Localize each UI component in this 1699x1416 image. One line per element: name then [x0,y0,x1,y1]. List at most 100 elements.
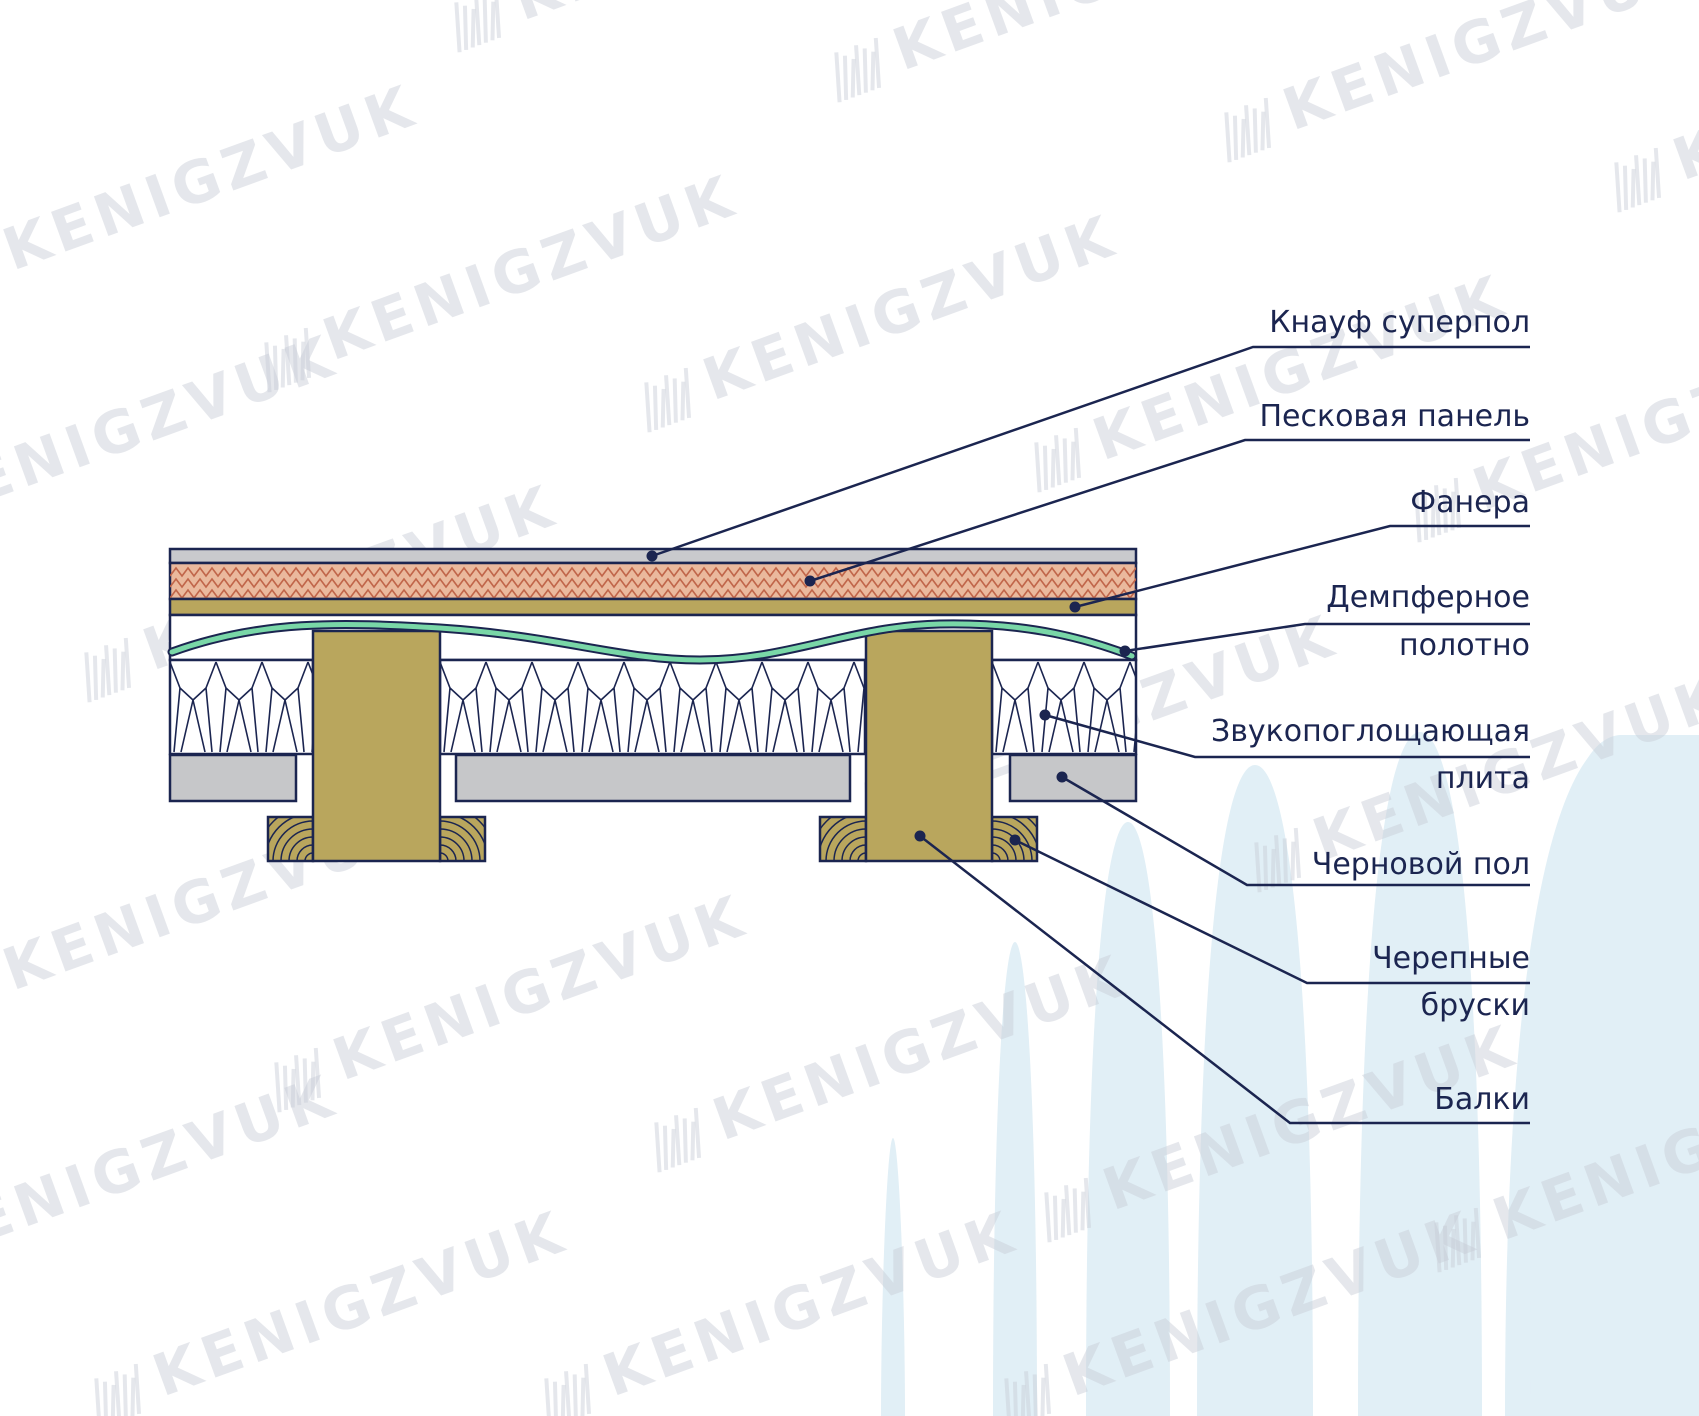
watermark-icon-stroke [1290,841,1296,881]
watermark-icon-stroke [1042,445,1049,490]
watermark-icon-stroke [564,1371,572,1416]
watermark-icon-stroke [0,958,2,1008]
watermark-icon-stroke [1430,498,1436,538]
beam-left [311,629,442,863]
watermark-icon-stroke [870,51,876,91]
leader-plywood [1074,524,1530,609]
label-bars-line1: Черепные [1372,941,1530,976]
watermark-text: KENIGZVUK [0,1061,346,1274]
watermark-icon-stroke [672,378,678,423]
watermark-icon-stroke [1052,1195,1059,1240]
watermark-icon-stroke [842,55,849,100]
watermark-icon-stroke [1282,838,1288,883]
watermark-icon-stroke [120,651,126,691]
watermark-text: KENIGZVUK [0,71,426,284]
watermark-icon-stroke [1270,848,1276,888]
watermark-logo: KENIGZVUK [0,71,426,284]
watermark-icon-stroke [583,1363,592,1415]
watermark-icon-stroke [470,8,476,48]
watermark-icon-stroke [1060,1198,1066,1238]
leader-dot-bars [1009,834,1021,846]
label-subfloor: Черновой пол [1312,847,1530,882]
watermark-icon-stroke [1050,448,1056,488]
watermark-logo: KENIGZVUK [94,1197,576,1416]
watermark-icon-stroke [1040,1377,1046,1416]
watermark-icon-stroke [1073,427,1082,479]
watermark-icon-stroke [1650,161,1656,201]
absorber-pattern [170,661,1136,753]
absorber-fiber-lines [992,661,1136,753]
watermark-icon-stroke [1070,441,1076,481]
watermark-icon-stroke [1470,1221,1476,1261]
watermark-icon-stroke [114,1371,122,1416]
watermark-icon-stroke [1244,105,1252,156]
watermark-text: KENIGZVUK [694,201,1126,414]
watermark-icon-stroke [310,1061,316,1101]
beam-right [864,629,994,863]
subfloor-left [168,753,298,803]
subfloor-middle [454,753,852,803]
watermark-icon-stroke [1434,1222,1442,1273]
watermark-logo: KENIGZVUK [0,1061,346,1274]
leader-knauf [651,345,1530,558]
leader-dot-sand [804,575,816,587]
watermark-icon-stroke [482,0,488,43]
watermark-icon-stroke [454,2,462,53]
leader-absorber [1044,713,1530,759]
watermark-icon-stroke [1454,1215,1462,1266]
watermark-icon-stroke [1054,435,1062,486]
watermark-icon-stroke [84,652,92,703]
absorber-fiber-lines [440,661,865,753]
watermark-icon-stroke [1020,1384,1026,1416]
watermark-icon-stroke [1453,477,1462,529]
watermark-icon-stroke [1462,1218,1468,1263]
watermark-icon-stroke [264,342,272,393]
watermark-text: KENIGZVUK [314,161,746,374]
watermark-icon-stroke [110,1384,116,1416]
label-absorber-line2: плита [1436,761,1530,796]
label-absorber-line1: Звукопоглощающая [1211,714,1530,749]
watermark-icon-stroke [1450,1228,1456,1268]
watermark-icon-stroke [544,1378,552,1416]
watermark-icon-stroke [1263,97,1272,149]
watermark-text: KENIGZVUK [1084,261,1516,474]
watermark-icon-stroke [493,0,502,39]
leader-lines [646,345,1530,1125]
leader-dot-knauf [646,550,658,562]
sand-panel-pattern [170,566,1136,599]
watermark-icon-stroke [284,335,292,386]
watermark-icon-stroke [1422,495,1429,540]
watermark-icon-stroke [572,1374,578,1416]
watermark-icon-stroke [1062,438,1068,483]
watermark-text: KENIGZVUK [144,1197,576,1410]
watermark-icon-stroke [834,52,842,103]
watermark-icon-stroke [1622,165,1629,210]
background-spire [1530,735,1699,1416]
watermark-icon-stroke [1262,845,1269,890]
watermark-icon-stroke [462,5,469,50]
watermark-icon-stroke [664,375,672,426]
watermark-icon-stroke [133,1363,142,1415]
watermark-icon-stroke [1653,147,1662,199]
subfloor-right [1008,753,1138,803]
watermark-icon-stroke [474,0,482,46]
floor-construction [167,547,1138,863]
leader-bars [1014,838,1530,985]
watermark-icon-stroke [1024,1371,1032,1416]
background-spire [1197,765,1313,1416]
leader-damper [1124,622,1530,653]
watermark-icon-stroke [1240,118,1246,158]
watermark-icon-stroke [292,338,298,383]
watermark-icon-stroke [294,1055,302,1106]
watermark-icon-stroke [680,381,686,421]
watermark-icon-stroke [873,37,882,89]
leader-dot-plywood [1069,601,1081,613]
watermark-icon-stroke [670,1128,676,1168]
watermark-text: KENIGZVUK [704,941,1136,1154]
watermark-icon-stroke [1450,491,1456,531]
leader-sand [809,438,1530,583]
watermark-icon-stroke [683,367,692,419]
watermark-logo: KENIGZVUK [454,0,936,53]
